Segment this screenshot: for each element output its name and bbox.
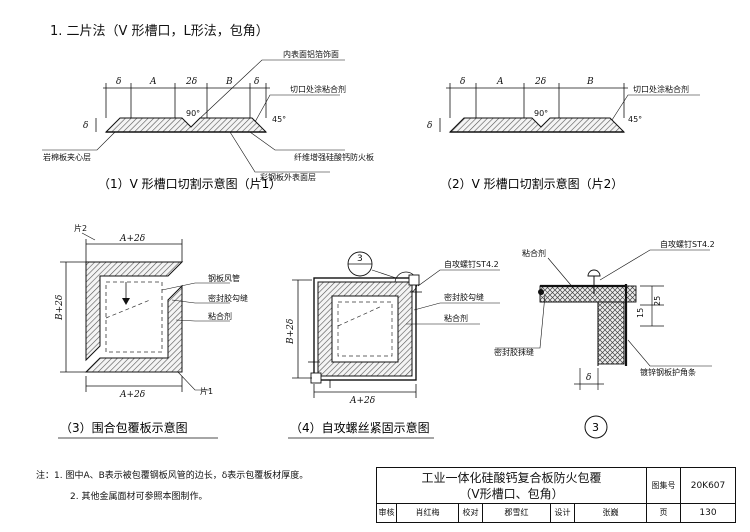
fig3-side-dim: B+2δ [55, 295, 65, 321]
fig5-label-adhesive: 粘合剂 [522, 248, 546, 258]
fig1-dim-2: A [149, 77, 157, 87]
fig4-screw-fixing: 3 B+2δ A+2δ 自攻螺钉ST4.2 [286, 251, 500, 406]
fig5-dim-25: 25 [653, 296, 662, 306]
title-block: 工业一体化硅酸钙复合板防火包覆 （V形槽口、包角） 图集号 20K607 审核 … [376, 467, 736, 523]
fig2-dim-3: 2δ [534, 77, 546, 87]
row-review-name: 肖红梅 [397, 504, 459, 522]
fig3-label-duct: 钢板风管 [208, 273, 240, 283]
fig5-label-corner-strip: 镀锌钢板护角条 [640, 367, 696, 377]
page-number: 130 [699, 508, 717, 518]
fig2-angle: 90° [534, 109, 548, 118]
fig1-dim-5: δ [254, 77, 259, 87]
fig5-dim-delta: δ [586, 373, 591, 383]
fig2-angle45: 45° [628, 115, 642, 124]
fig1-label-core: 岩棉板夹心层 [43, 152, 91, 162]
fig2-dim-4: B [586, 77, 594, 87]
fig3-piece2: 片2 [74, 223, 87, 233]
fig1-label-inner-foil: 内表面铝箔饰面 [283, 49, 339, 59]
fig4-marker: 3 [357, 254, 363, 264]
fig5-label-sealant-joint: 密封胶抹缝 [494, 347, 534, 357]
fig2-v-groove-piece2: δ A 2δ B δ 90° 45° 切口处涂粘合剂 [427, 77, 700, 133]
page-label: 页 [647, 504, 681, 522]
title-block-title: 工业一体化硅酸钙复合板防火包覆 （V形槽口、包角） [377, 468, 647, 504]
row-check-label: 校对 [459, 504, 483, 522]
fig2-dim-2: A [496, 77, 504, 87]
row-check-name: 郡雪红 [483, 504, 551, 522]
fig1-v-groove-piece1: δ A 2δ B δ δ 90° 45° 内表面铝箔饰面 切口处涂粘合剂 岩棉板… [42, 49, 374, 182]
fig3-bottom-dim: A+2δ [119, 390, 145, 400]
fig2-caption: （2）V 形槽口切割示意图（片2） [440, 176, 623, 191]
fig3-caption: （3）围合包覆板示意图 [60, 420, 188, 435]
title-line-2: （V形槽口、包角） [459, 487, 564, 501]
fig3-label-sealant: 密封胶勾缝 [208, 293, 248, 303]
fig1-dim-1: δ [116, 77, 121, 87]
row-review-label: 审核 [377, 504, 397, 522]
fig5-number: 3 [592, 421, 599, 434]
row-design-name: 张巍 [575, 504, 647, 522]
atlas-number: 20K607 [681, 468, 735, 504]
fig5-label-screw: 自攻螺钉ST4.2 [660, 239, 715, 249]
fig5-corner-detail: 15 25 δ 粘合剂 自攻螺钉ST4.2 密封胶抹缝 镀锌钢板护角条 3 [494, 239, 715, 439]
fig4-label-adhesive: 粘合剂 [444, 313, 468, 323]
fig3-enclosure: 片2 A+2δ B+2δ A+2δ 钢板风管 密封胶勾缝 [55, 223, 248, 400]
fig1-dim-4: B [225, 77, 233, 87]
fig2-dim-1: δ [460, 77, 465, 87]
fig4-label-sealant: 密封胶勾缝 [444, 292, 484, 302]
section-heading: 1. 二片法（V 形槽口，L形法，包角） [50, 24, 269, 39]
title-line-1: 工业一体化硅酸钙复合板防火包覆 [421, 471, 602, 485]
note-2: 2. 其他金属面材可参照本图制作。 [70, 492, 208, 502]
fig4-bottom-dim: A+2δ [349, 396, 375, 406]
fig2-label-cut-glue: 切口处涂粘合剂 [633, 84, 689, 94]
fig1-dim-3: 2δ [185, 77, 197, 87]
fig5-dim-15: 15 [636, 308, 645, 318]
fig1-label-fiber-board: 纤维增强硅酸钙防火板 [294, 152, 374, 162]
fig1-label-cut-glue: 切口处涂粘合剂 [290, 84, 346, 94]
fig1-angle45: 45° [272, 115, 286, 124]
fig1-angle: 90° [186, 109, 200, 118]
atlas-label: 图集号 [647, 468, 681, 504]
fig3-label-adhesive: 粘合剂 [208, 311, 232, 321]
fig3-piece1: 片1 [200, 386, 213, 396]
fig1-thickness: δ [83, 121, 88, 131]
fig1-label-steel-outer: 彩钢板外表面层 [260, 172, 316, 182]
fig3-top-dim: A+2δ [119, 234, 145, 244]
row-design-label: 设计 [551, 504, 575, 522]
note-1: 注：1. 图中A、B表示被包覆钢板风管的边长，δ表示包覆板材厚度。 [36, 471, 309, 481]
fig4-caption: （4）自攻螺丝紧固示意图 [290, 420, 430, 435]
fig1-caption: （1）V 形槽口切割示意图（片1） [98, 176, 281, 191]
fig4-side-dim: B+2δ [286, 319, 296, 345]
fig2-thickness: δ [427, 121, 432, 131]
fig4-label-screw: 自攻螺钉ST4.2 [444, 259, 499, 269]
